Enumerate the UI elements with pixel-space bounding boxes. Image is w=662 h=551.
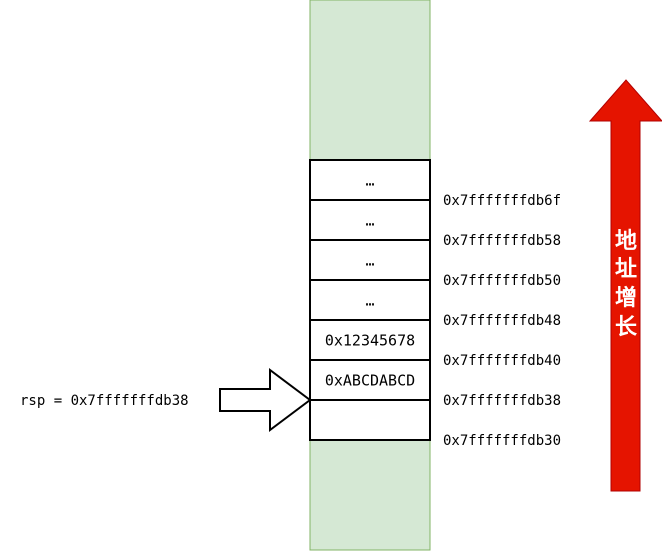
stack-cell-box — [309, 359, 431, 401]
stack-cell-value: 0x12345678 — [325, 332, 415, 350]
stack-cell-value: … — [365, 212, 374, 230]
stack-cell-value: … — [365, 292, 374, 310]
stack-cell-box — [309, 279, 431, 321]
stack-cell-address: 0x7fffffffdb38 — [443, 393, 561, 409]
stack-cell-value: … — [365, 172, 374, 190]
stack-cell-address: 0x7fffffffdb50 — [443, 273, 561, 289]
stack-cell-box — [309, 199, 431, 241]
stack-cell: 0x12345678 0x7fffffffdb40 — [309, 319, 561, 369]
address-growth-char: 增 — [615, 285, 637, 311]
stack-cell-address: 0x7fffffffdb48 — [443, 313, 561, 329]
stack-cell-value: 0xABCDABCD — [325, 372, 415, 390]
stack-cell-value: … — [365, 252, 374, 270]
stack-cell: … 0x7fffffffdb58 — [309, 199, 561, 249]
stack-cell-box — [309, 399, 431, 441]
stack-cell: … 0x7fffffffdb6f — [309, 159, 561, 209]
address-growth-label: 地 址 增 长 — [615, 229, 638, 340]
stack-cell-address: 0x7fffffffdb6f — [443, 193, 561, 209]
stack-cell-box — [309, 159, 431, 201]
stack-cell-address: 0x7fffffffdb40 — [443, 353, 561, 369]
address-growth-char: 长 — [615, 315, 638, 340]
stack-cell: … 0x7fffffffdb50 — [309, 239, 561, 289]
address-growth-char: 地 — [615, 229, 637, 254]
rsp-pointer-arrow-icon — [219, 368, 312, 432]
rsp-pointer-label: rsp = 0x7fffffffdb38 — [20, 393, 189, 409]
stack-cell: 0xABCDABCD 0x7fffffffdb38 — [309, 359, 561, 409]
stack-cell: 0x7fffffffdb30 — [309, 399, 561, 449]
stack-cell: … 0x7fffffffdb48 — [309, 279, 561, 329]
stack-cell-box — [309, 239, 431, 281]
stack-cell-address: 0x7fffffffdb58 — [443, 233, 561, 249]
address-growth-char: 址 — [615, 257, 637, 282]
address-growth-arrow-icon — [588, 79, 662, 492]
stack-cell-address: 0x7fffffffdb30 — [443, 433, 561, 449]
